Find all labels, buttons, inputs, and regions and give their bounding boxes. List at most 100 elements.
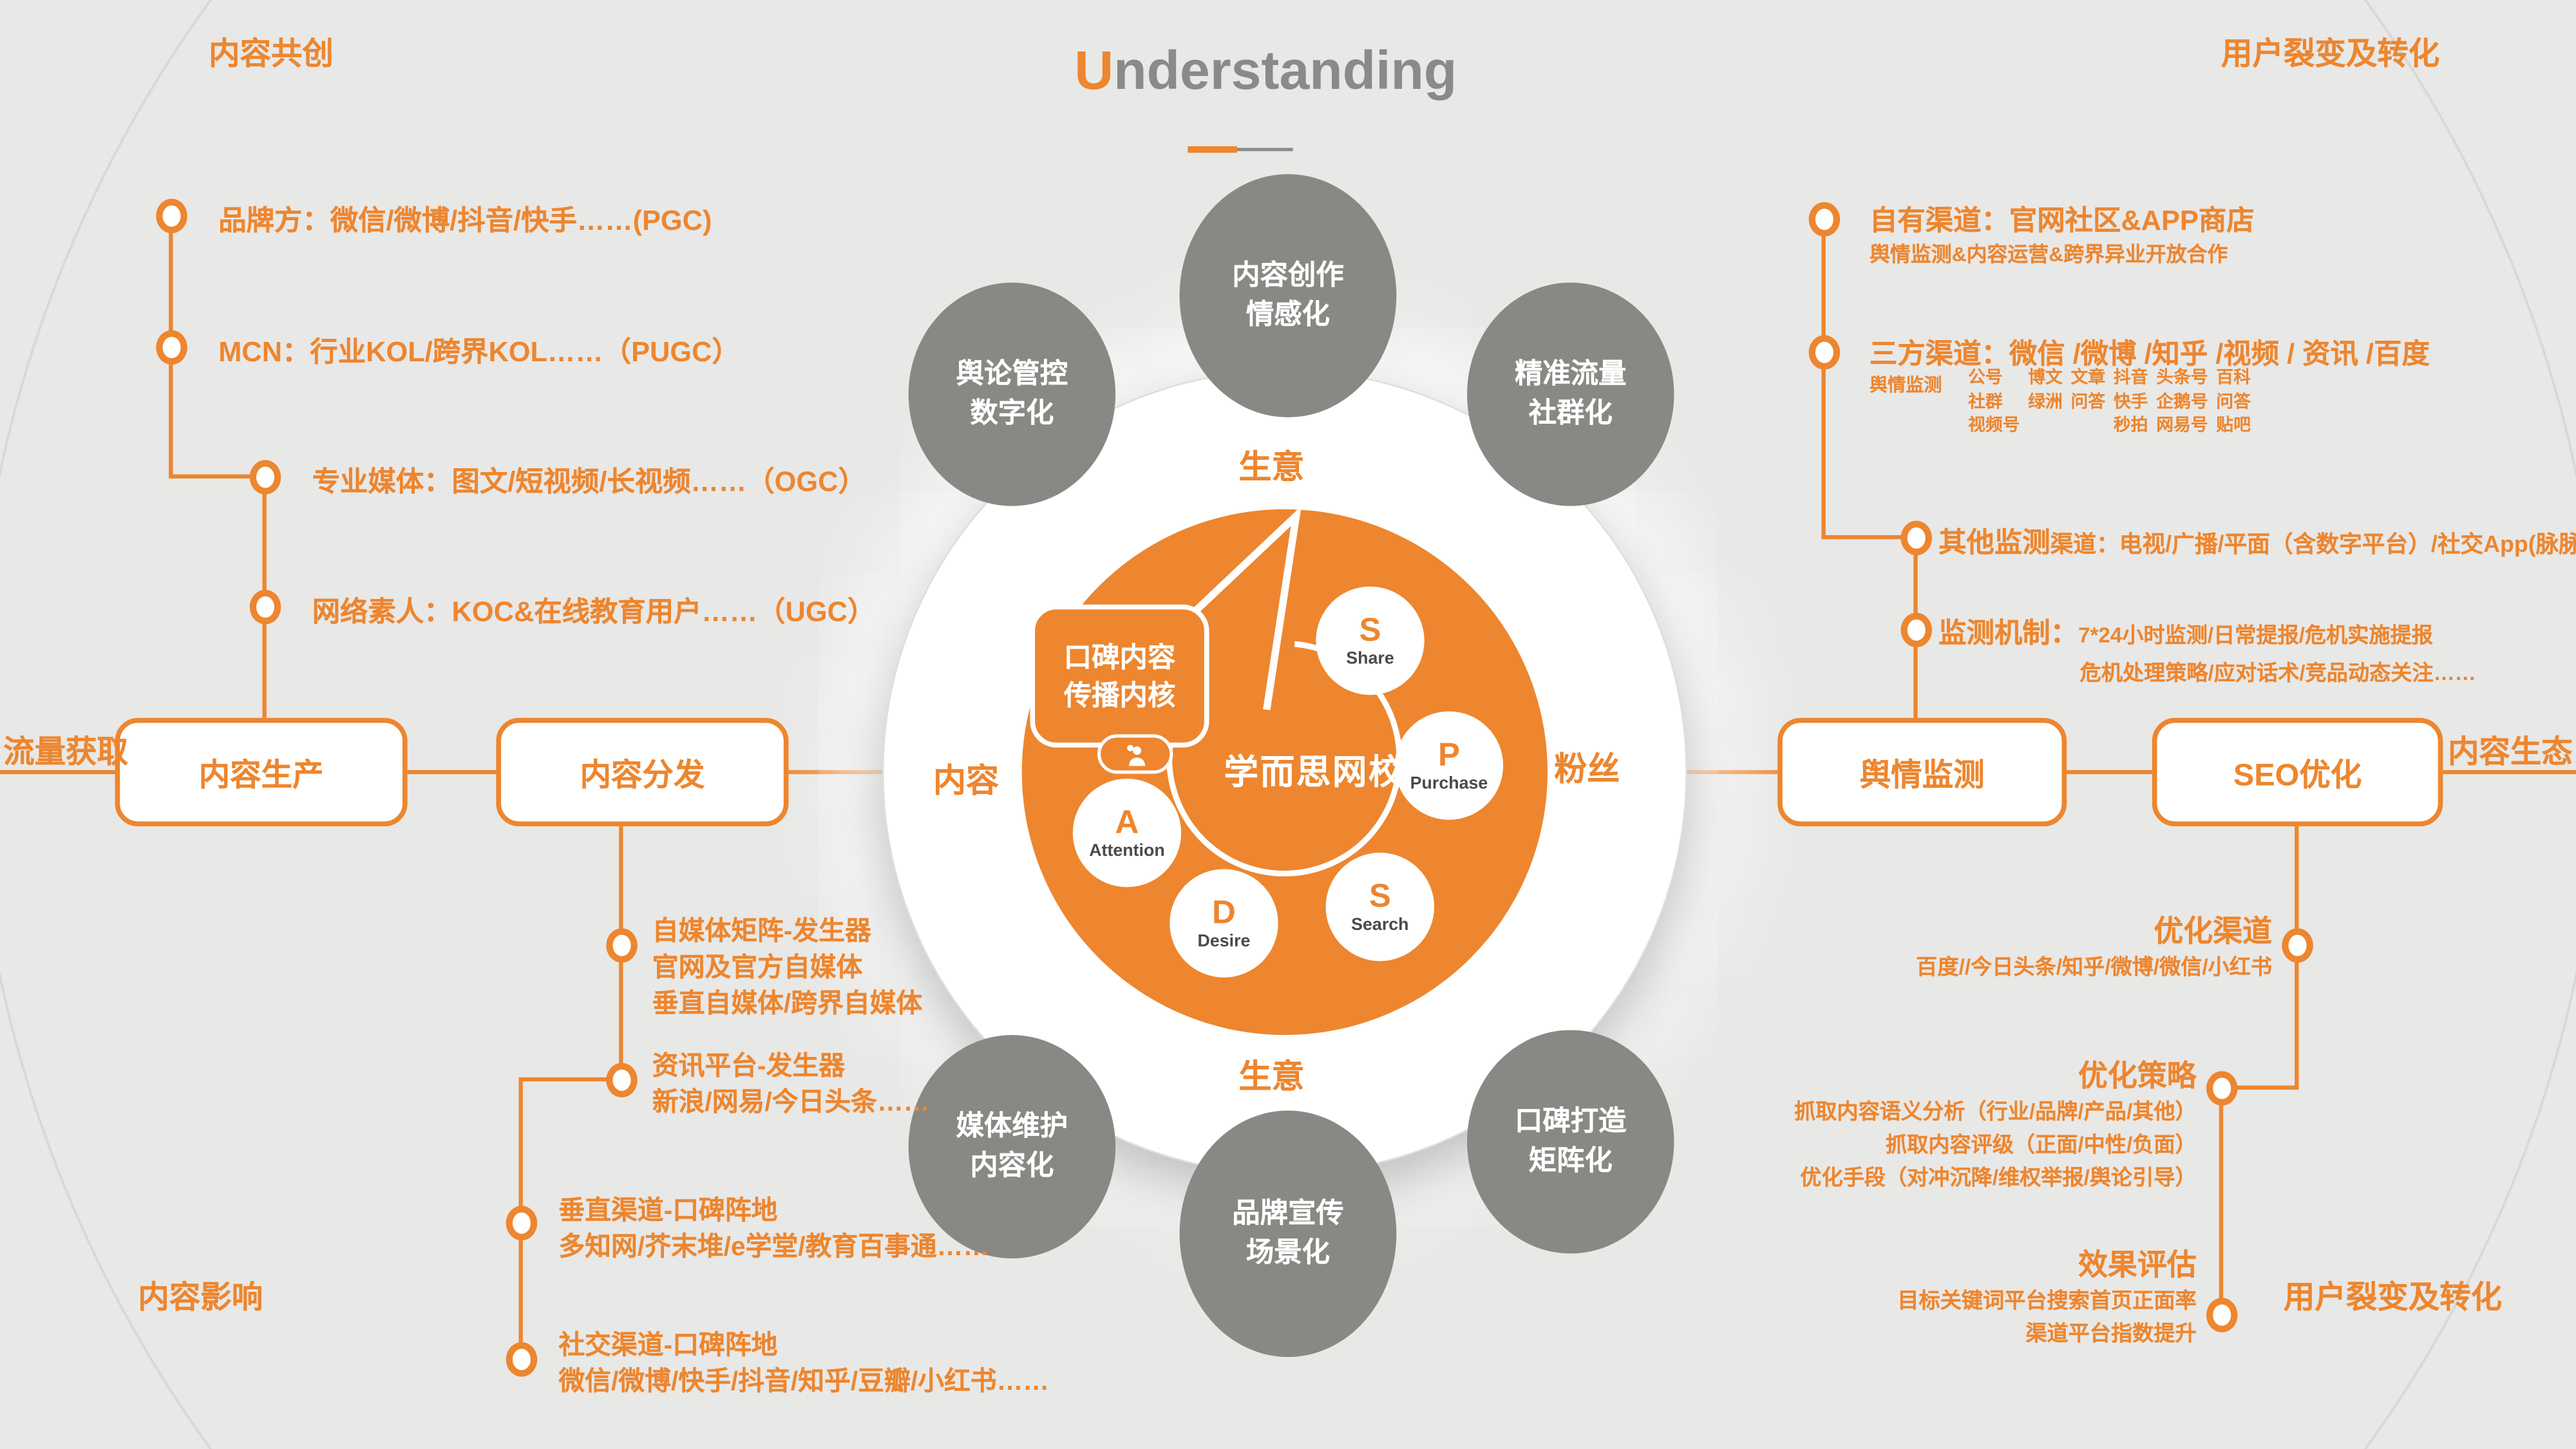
node-social-channel	[506, 1342, 538, 1377]
edge-label-traffic: 流量获取	[3, 735, 129, 771]
vertical-channel-block: 垂直渠道-口碑阵地 多知网/芥末堆/e学堂/教育百事通……	[558, 1195, 989, 1267]
aidas-letter: S	[1368, 878, 1391, 914]
mechanism-line2: 危机处理策略/应对话术/竞品动态关注……	[2079, 660, 2476, 685]
effect-evaluation-line: 渠道平台指数提升	[2025, 1321, 2197, 1346]
grid-cell: 秒拍	[2113, 415, 2148, 436]
flow-box-seo: SEO优化	[2152, 717, 2443, 827]
node-own-channel	[1808, 202, 1841, 237]
node-media-matrix	[606, 928, 638, 963]
satellite-line1: 口碑打造	[1515, 1105, 1627, 1137]
aidas-letter: S	[1359, 612, 1381, 649]
node-effect-evaluation	[2206, 1298, 2238, 1332]
node-third-party	[1808, 335, 1841, 370]
flow-box-content-distribution: 内容分发	[496, 717, 789, 827]
effect-evaluation-title: 效果评估	[2078, 1248, 2197, 1282]
node-vertical-channel	[506, 1206, 538, 1241]
third-party-platform-grid: 公号 博文 文章 抖音 头条号 百科 社群 绿洲 问答 快手 企鹅号 问答 视频…	[1968, 366, 2259, 438]
other-monitor-rest: 渠道：电视/广播/平面（含数字平台）/社交App(脉脉)	[2050, 530, 2576, 557]
grid-cell	[2071, 414, 2114, 438]
optimize-channel-sub: 百度//今日头条/知乎/微博/微信/小红书	[1916, 954, 2273, 980]
aidas-word: Purchase	[1410, 773, 1488, 793]
grid-cell: 抖音	[2113, 368, 2148, 388]
aidas-word: Share	[1346, 648, 1394, 668]
satellite-line1: 媒体维护	[956, 1110, 1068, 1142]
satellite-wom-building: 口碑打造 矩阵化	[1467, 1030, 1674, 1254]
grid-cell: 问答	[2070, 392, 2106, 412]
node-pro-media	[249, 460, 281, 495]
grid-cell: 文章	[2070, 368, 2106, 388]
corner-label-fission-top: 用户裂变及转化	[2221, 37, 2440, 73]
optimize-channel-title: 优化渠道	[2154, 914, 2273, 948]
aidas-letter: P	[1437, 737, 1461, 773]
grid-cell	[2028, 414, 2070, 438]
social-channel-block: 社交渠道-口碑阵地 微信/微博/快手/抖音/知乎/豆瓣/小红书……	[558, 1329, 1049, 1401]
third-party-row-label: 舆情监测	[1870, 376, 1942, 396]
grid-row: 视频号 秒拍 网易号 贴吧	[1968, 414, 2259, 438]
chain-item-brand-side: 品牌方：微信/微博/抖音/快手……(PGC)	[218, 205, 712, 237]
node-mechanism	[1900, 612, 1932, 648]
grid-cell: 问答	[2216, 392, 2251, 412]
optimize-strategy-line: 优化手段（对冲沉降/维权举报/舆论引导）	[1800, 1164, 2197, 1189]
corner-label-cocreation: 内容共创	[208, 37, 334, 73]
effect-evaluation-block: 效果评估 目标关键词平台搜索首页正面率 渠道平台指数提升	[1897, 1245, 2196, 1350]
grid-cell: 企鹅号	[2156, 392, 2208, 412]
satellite-line2: 数字化	[970, 397, 1054, 429]
mechanism-line1: 监测机制：7*24小时监测/日常提报/危机实施提报	[1938, 609, 2476, 650]
node-info-platform	[606, 1063, 638, 1098]
title-rest: nderstanding	[1113, 39, 1457, 100]
grid-cell: 社群	[1968, 392, 2003, 412]
wom-core-box: 口碑内容 传播内核	[1030, 604, 1209, 748]
own-channel-title: 自有渠道：官网社区&APP商店	[1870, 205, 2255, 237]
optimize-strategy-block: 优化策略 抓取内容语义分析（行业/品牌/产品/其他） 抓取内容评级（正面/中性/…	[1794, 1056, 2197, 1194]
satellite-line2: 内容化	[970, 1150, 1054, 1182]
satellite-line2: 场景化	[1245, 1236, 1331, 1269]
node-optimize-strategy	[2206, 1071, 2238, 1106]
title-underline-gray	[1236, 147, 1293, 151]
page-title: Understanding	[1074, 39, 1457, 102]
satellite-line2: 矩阵化	[1528, 1145, 1613, 1177]
mechanism-text1: 7*24小时监测/日常提报/危机实施提报	[2078, 622, 2433, 648]
edge-label-ecosystem: 内容生态	[2447, 735, 2573, 771]
satellite-line1: 舆论管控	[956, 358, 1068, 390]
aidas-attention-circle: A Attention	[1072, 779, 1182, 887]
brand-name: 学而思网校	[1224, 753, 1405, 792]
chain-item-netizen: 网络素人：KOC&在线教育用户……（UGC）	[312, 596, 876, 628]
satellite-opinion-control: 舆论管控 数字化	[908, 282, 1116, 506]
aidas-desire-circle: D Desire	[1170, 869, 1278, 978]
effect-evaluation-line: 目标关键词平台搜索首页正面率	[1897, 1287, 2197, 1313]
flow-box-content-production: 内容生产	[115, 717, 408, 827]
node-brand-side	[156, 198, 187, 234]
grid-cell: 头条号	[2156, 368, 2208, 388]
grid-cell: 百科	[2216, 368, 2251, 388]
label-fans: 粉丝	[1554, 752, 1620, 789]
info-platform-block: 资讯平台-发生器 新浪/网易/今日头条……	[652, 1050, 930, 1122]
satellite-media-maintenance: 媒体维护 内容化	[908, 1035, 1116, 1259]
optimize-strategy-line: 抓取内容评级（正面/中性/负面）	[1885, 1132, 2197, 1157]
optimize-channel-block: 优化渠道 百度//今日头条/知乎/微博/微信/小红书	[1916, 912, 2272, 984]
optimize-strategy-line: 抓取内容语义分析（行业/品牌/产品/其他）	[1794, 1099, 2197, 1124]
info-platform-line: 新浪/网易/今日头条……	[652, 1089, 930, 1117]
connector-lines	[0, 215, 2576, 1359]
corner-label-influence: 内容影响	[138, 1281, 263, 1316]
aidas-word: Search	[1351, 914, 1409, 934]
media-matrix-block: 自媒体矩阵-发生器 官网及官方自媒体 垂直自媒体/跨界自媒体	[652, 915, 923, 1023]
satellite-line1: 内容创作	[1232, 260, 1344, 291]
grid-cell: 公号	[1968, 368, 2003, 388]
grid-row: 社群 绿洲 问答 快手 企鹅号 问答	[1968, 390, 2259, 414]
label-content: 内容	[933, 764, 999, 800]
aidas-word: Attention	[1089, 840, 1165, 860]
info-platform-line: 资讯平台-发生器	[652, 1053, 846, 1081]
aidas-letter: D	[1212, 895, 1236, 931]
wom-core-line1: 口碑内容	[1063, 641, 1176, 673]
media-matrix-line: 自媒体矩阵-发生器	[652, 918, 871, 947]
mechanism-block: 监测机制：7*24小时监测/日常提报/危机实施提报 危机处理策略/应对话术/竞品…	[1938, 609, 2476, 687]
node-optimize-channel	[2282, 928, 2313, 963]
social-channel-line: 微信/微博/快手/抖音/知乎/豆瓣/小红书……	[558, 1368, 1050, 1397]
other-monitor-line: 其他监测渠道：电视/广播/平面（含数字平台）/社交App(脉脉)	[1938, 519, 2576, 560]
satellite-line2: 社群化	[1528, 397, 1613, 429]
aidas-letter: A	[1115, 804, 1139, 840]
title-accent-letter: U	[1074, 39, 1114, 100]
vertical-channel-line: 多知网/芥末堆/e学堂/教育百事通……	[558, 1233, 990, 1262]
chain-item-mcn: MCN：行业KOL/跨界KOL……（PUGC）	[218, 336, 740, 368]
node-mcn	[156, 330, 187, 365]
